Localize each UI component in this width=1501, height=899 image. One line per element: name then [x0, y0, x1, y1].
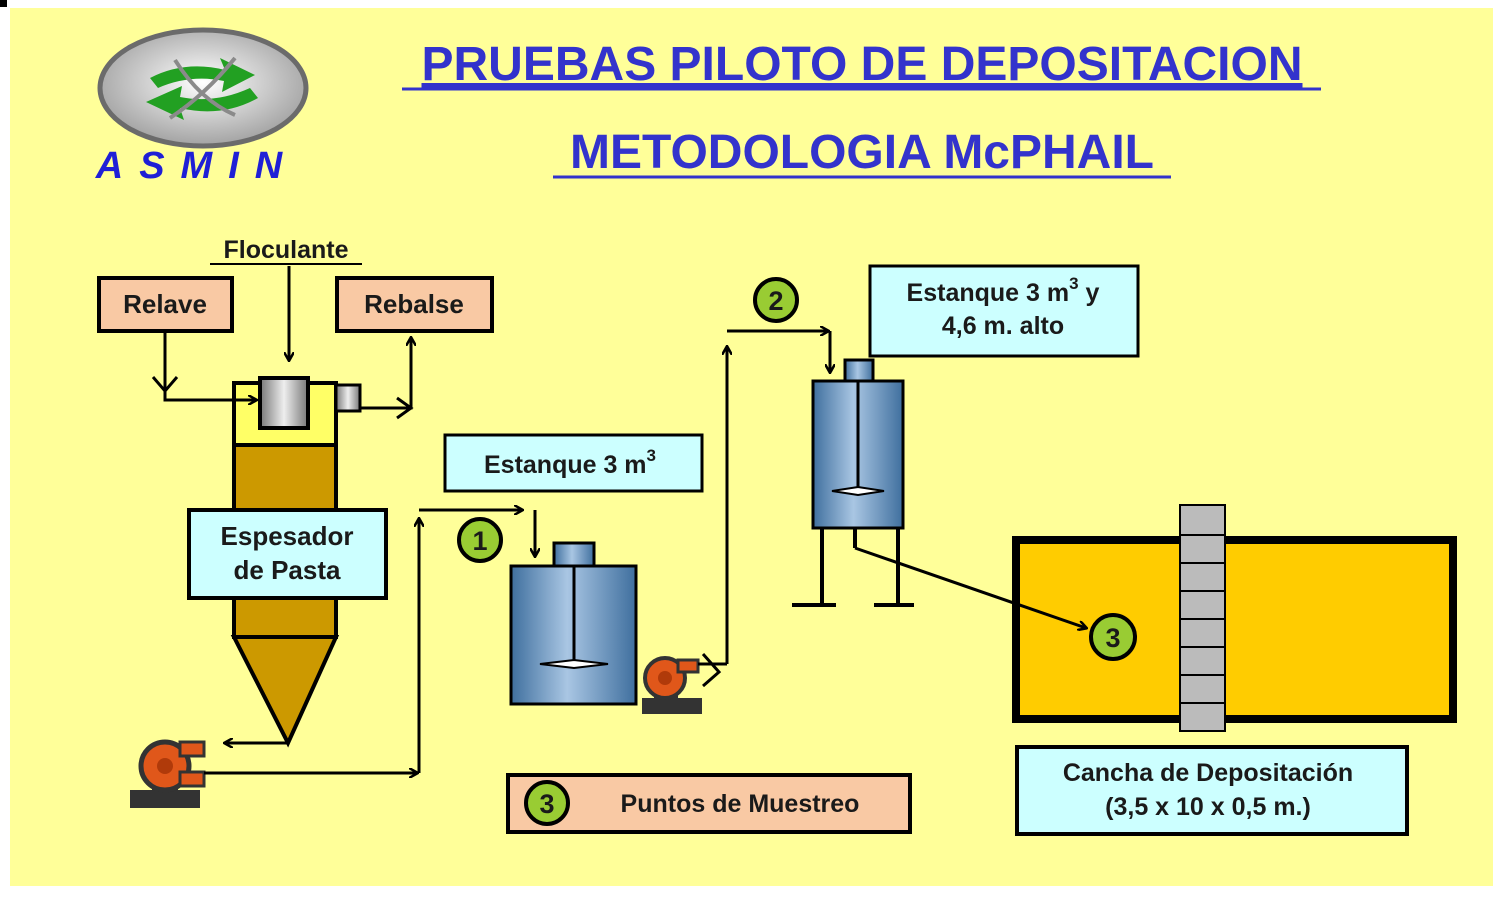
estanque-2-label-sup: 3 — [1069, 274, 1078, 293]
pump-2-arrowhead — [701, 653, 722, 688]
overflow-outlet — [334, 383, 362, 413]
espesador-label-line-1: Espesador — [221, 521, 354, 551]
estanque-1-label: Estanque 3 m3 — [484, 446, 656, 479]
pump-icon — [130, 739, 206, 808]
feed-well — [258, 376, 310, 430]
estanque-2-label-line-2: 4,6 m. alto — [942, 312, 1064, 340]
espesador-label-line-2: de Pasta — [234, 555, 341, 585]
relave-inlet-arrowhead — [151, 376, 179, 394]
legend-box — [506, 773, 912, 834]
corner-marker — [0, 0, 7, 7]
sampling-point-1-number: 1 — [472, 526, 487, 556]
estanque-1-label-sup: 3 — [647, 446, 656, 465]
asmin-logo: ASMIN — [95, 27, 309, 187]
floculante-label: Floculante — [223, 236, 348, 264]
relave-label: Relave — [123, 289, 207, 319]
relave-feed-arrow — [163, 331, 256, 400]
sampling-point-2-marker — [753, 277, 799, 323]
legend-label: Puntos de Muestreo — [621, 790, 860, 818]
estanque-2-box — [868, 264, 1140, 358]
rebalse-box — [335, 276, 494, 333]
cancha-label-line-2: (3,5 x 10 x 0,5 m.) — [1105, 793, 1311, 821]
espesador-box — [187, 508, 388, 600]
sampling-point-3-marker — [1089, 613, 1137, 661]
mixing-tank-1 — [509, 541, 638, 706]
relave-box — [97, 276, 234, 333]
sampling-point-2-number: 2 — [768, 286, 783, 316]
estanque-2-label-line-1: Estanque 3 m3 y — [907, 274, 1100, 307]
overflow-outlet-arrowhead — [396, 396, 414, 420]
deposition-field — [1012, 504, 1457, 732]
estanque-1-box — [443, 433, 704, 493]
title-line-2: METODOLOGIA McPHAIL — [570, 126, 1154, 179]
logo-swirl-icon — [168, 56, 237, 120]
sampling-point-3-number: 3 — [1105, 623, 1120, 653]
cancha-box — [1015, 745, 1409, 836]
estanque-2-label-tail: y — [1079, 279, 1100, 307]
thickener-cone — [230, 635, 340, 748]
logo-text: ASMIN — [95, 145, 298, 187]
sampling-point-1-marker — [457, 517, 503, 563]
mixing-tank-2 — [792, 358, 914, 607]
field-discharge-arrow — [854, 546, 1086, 628]
legend-marker — [524, 780, 570, 826]
legend-marker-number: 3 — [539, 789, 554, 819]
rebalse-label: Rebalse — [364, 289, 464, 319]
logo-ellipse — [97, 27, 309, 149]
title-line-1: PRUEBAS PILOTO DE DEPOSITACION — [422, 38, 1303, 91]
estanque-2-label-text: Estanque 3 m — [907, 279, 1070, 307]
estanque-1-label-text: Estanque 3 m — [484, 451, 647, 479]
pump-icon — [642, 656, 702, 714]
logo-arrow-bottom-icon — [146, 86, 258, 120]
cancha-label-line-1: Cancha de Depositación — [1063, 759, 1353, 787]
